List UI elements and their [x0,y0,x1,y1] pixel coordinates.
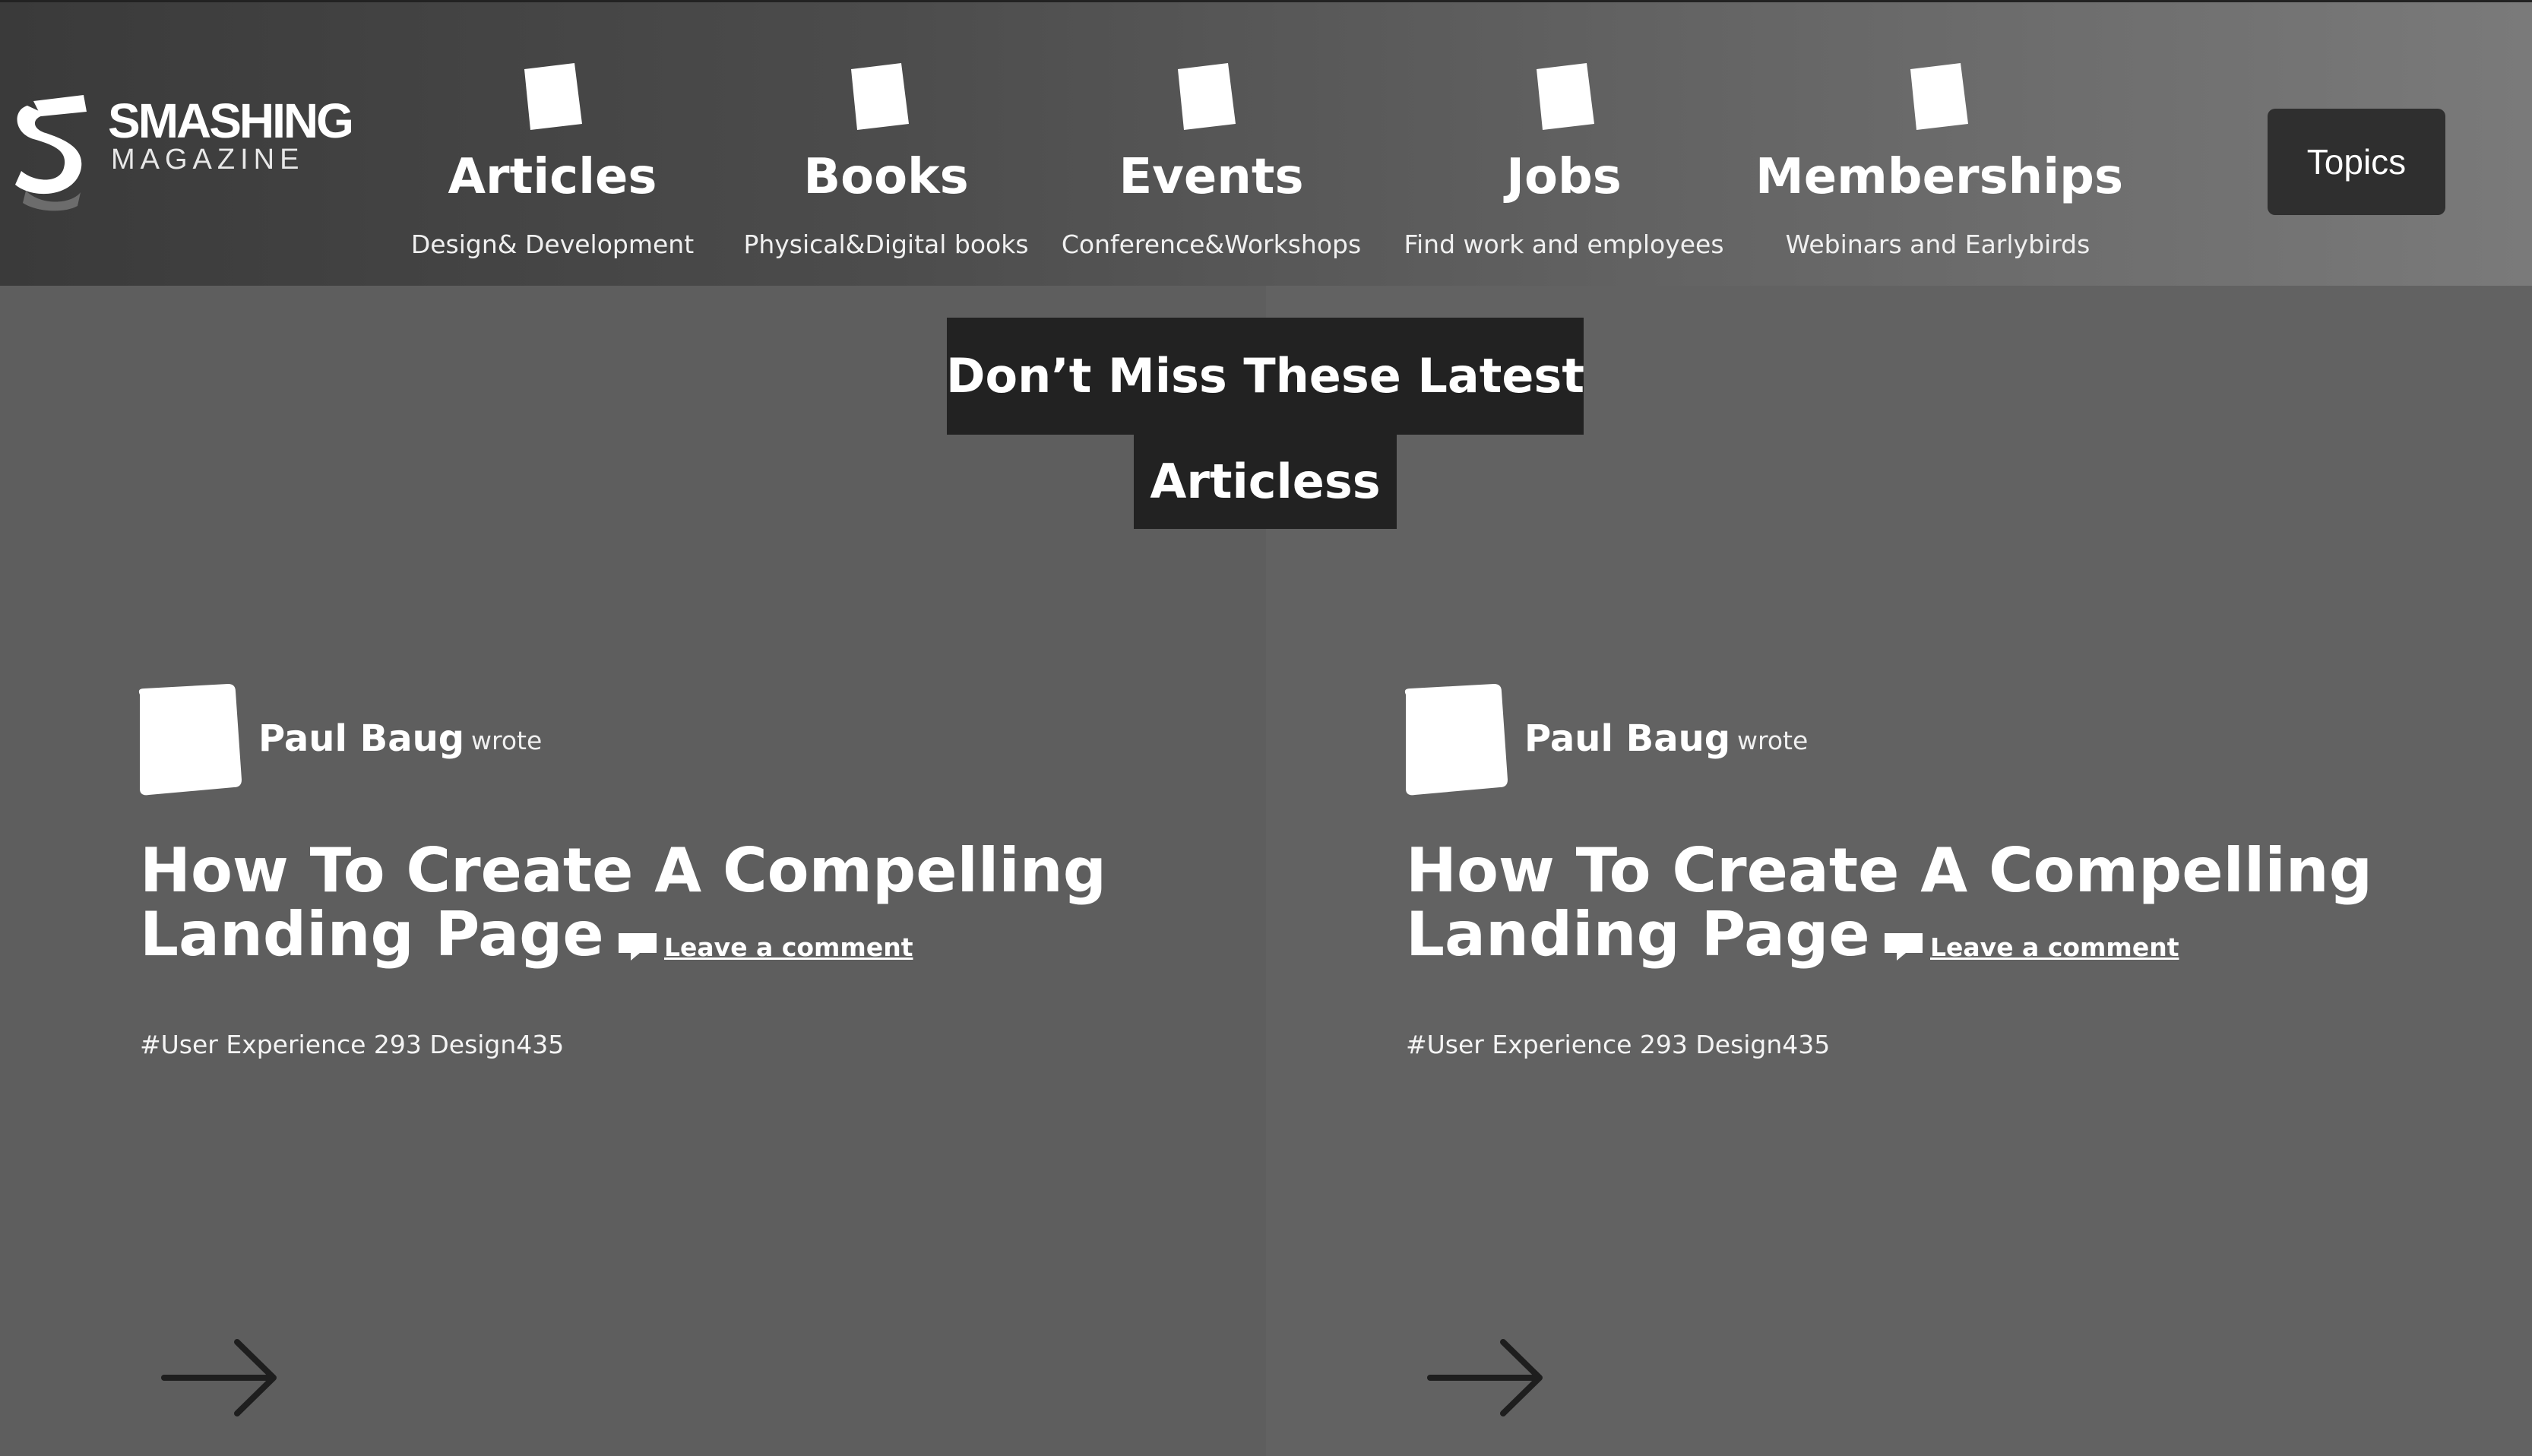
article-title[interactable]: How To Create A Compelling Landing Page [140,835,1106,970]
right-column-panel [1266,286,2532,1456]
nav-subtitle: Find work and employees [1404,229,1724,259]
leave-comment-label: Leave a comment [664,932,913,962]
nav-subtitle: Conference&Workshops [1061,229,1362,259]
site-header: SMASHING MAGAZINE Articles Design& Devel… [0,0,2532,286]
author-name[interactable]: Paul Baug [258,717,465,760]
nav-item-jobs[interactable]: Jobs Find work and employees [1403,55,1725,276]
logo-wordmark: SMASHING [108,93,354,148]
square-tile-icon [1178,63,1236,130]
nav-item-articles[interactable]: Articles Design& Development [410,55,695,276]
article-tags: #User Experience 293 Design435 [1406,1030,1831,1059]
smashing-logo-icon [15,95,87,211]
nav-item-books[interactable]: Books Physical&Digital books [734,55,1038,276]
comment-bubble-icon [619,933,657,961]
section-heading-line-2: Articless [1134,435,1397,529]
article-tags: #User Experience 293 Design435 [140,1030,565,1059]
author-action: wrote [471,726,543,755]
logo-subtitle: MAGAZINE [111,144,305,176]
nav-title: Events [1119,149,1304,205]
article-card: Paul Baug wrote How To Create A Compelli… [1397,684,2499,1429]
nav-subtitle: Physical&Digital books [743,229,1029,259]
arrow-right-icon[interactable] [1427,1336,1546,1420]
author-name[interactable]: Paul Baug [1524,717,1731,760]
nav-title: Books [803,149,969,205]
nav-item-events[interactable]: Events Conference&Workshops [1061,55,1362,276]
avatar[interactable] [131,684,243,796]
square-tile-icon [851,63,909,130]
arrow-right-icon[interactable] [161,1336,280,1420]
leave-comment-label: Leave a comment [1930,932,2179,962]
author-action: wrote [1737,726,1809,755]
section-heading-line-1: Don’t Miss These Latest [946,318,1584,435]
article-card: Paul Baug wrote How To Create A Compelli… [131,684,1233,1429]
square-tile-icon [1537,63,1594,130]
nav-subtitle: Webinars and Earlybirds [1785,229,2090,259]
avatar[interactable] [1397,684,1509,796]
square-tile-icon [1910,63,1968,130]
nav-title: Articles [448,149,657,205]
site-logo[interactable]: SMASHING MAGAZINE [11,92,360,221]
nav-subtitle: Design& Development [410,229,695,259]
topics-button[interactable]: Topics [2268,109,2445,215]
leave-comment-link[interactable]: Leave a comment [1883,932,2179,962]
leave-comment-link[interactable]: Leave a comment [617,932,913,962]
comment-bubble-icon [1885,933,1923,961]
square-tile-icon [524,63,582,130]
nav-title: Memberships [1755,149,2124,205]
nav-item-memberships[interactable]: Memberships Webinars and Earlybirds [1755,55,2124,276]
nav-title: Jobs [1506,149,1622,205]
article-title[interactable]: How To Create A Compelling Landing Page [1406,835,2372,970]
